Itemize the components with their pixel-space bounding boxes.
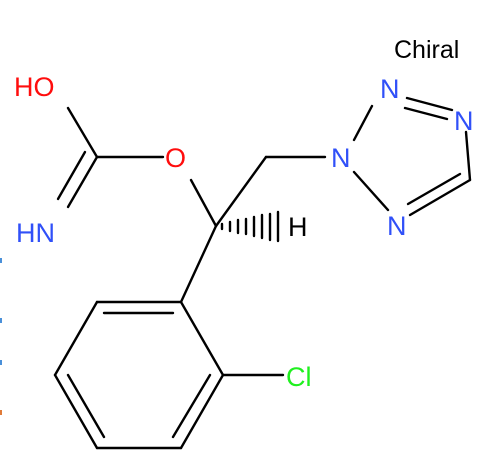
tetrazole-bond-c-n3-b [406,172,462,206]
tetrazole-n3-label: N [387,211,407,241]
tetrazole-bond-n2-n1 [352,104,374,142]
chlorine-label: Cl [286,362,312,392]
stereo-hydrogen-label: H [288,212,308,242]
bond-layer [53,96,472,450]
tetrazole-bond-c-n3-a [408,178,472,217]
ring-bond-3-inner [66,373,106,439]
chiral-label: Chiral [394,36,459,64]
ring-bond-5 [179,373,225,450]
bond-c-n-double-b [56,150,87,201]
tetrazole-n2-label: N [331,143,351,173]
edge-tick-mark-3 [0,360,2,365]
tetrazole-bond-n4-c [464,130,472,182]
ester-oxygen-label: O [165,143,186,173]
ring-bond-5-inner [171,373,212,439]
edge-tick-mark [0,258,2,263]
edge-tick-mark-2 [0,318,2,323]
bond-c-oh [66,106,99,159]
tetrazole-bond-n1-n4-b [403,106,449,121]
bond-chiral-ch2 [214,155,268,228]
bond-o-chiral-c [189,178,218,228]
bond-c-n-double-a [66,155,99,209]
ring-bond-6 [179,300,225,377]
tetrazole-n1-label: N [380,74,400,104]
ring-bond-3 [53,373,99,450]
ring-bond-2 [53,300,99,377]
atom-label-layer: Chiral HO O HN H Cl N N N N [14,36,474,392]
hydroxyl-label: HO [14,72,55,102]
tetrazole-n4-label: N [454,106,474,136]
tetrazole-bond-n1-n4-a [405,96,454,112]
imine-label: HN [16,218,55,248]
tetrazole-bond-n3-n2 [352,170,390,212]
edge-tick-mark-4 [0,410,2,415]
hashed-wedge-bond [220,210,280,243]
bond-chiral-ring [179,224,218,304]
